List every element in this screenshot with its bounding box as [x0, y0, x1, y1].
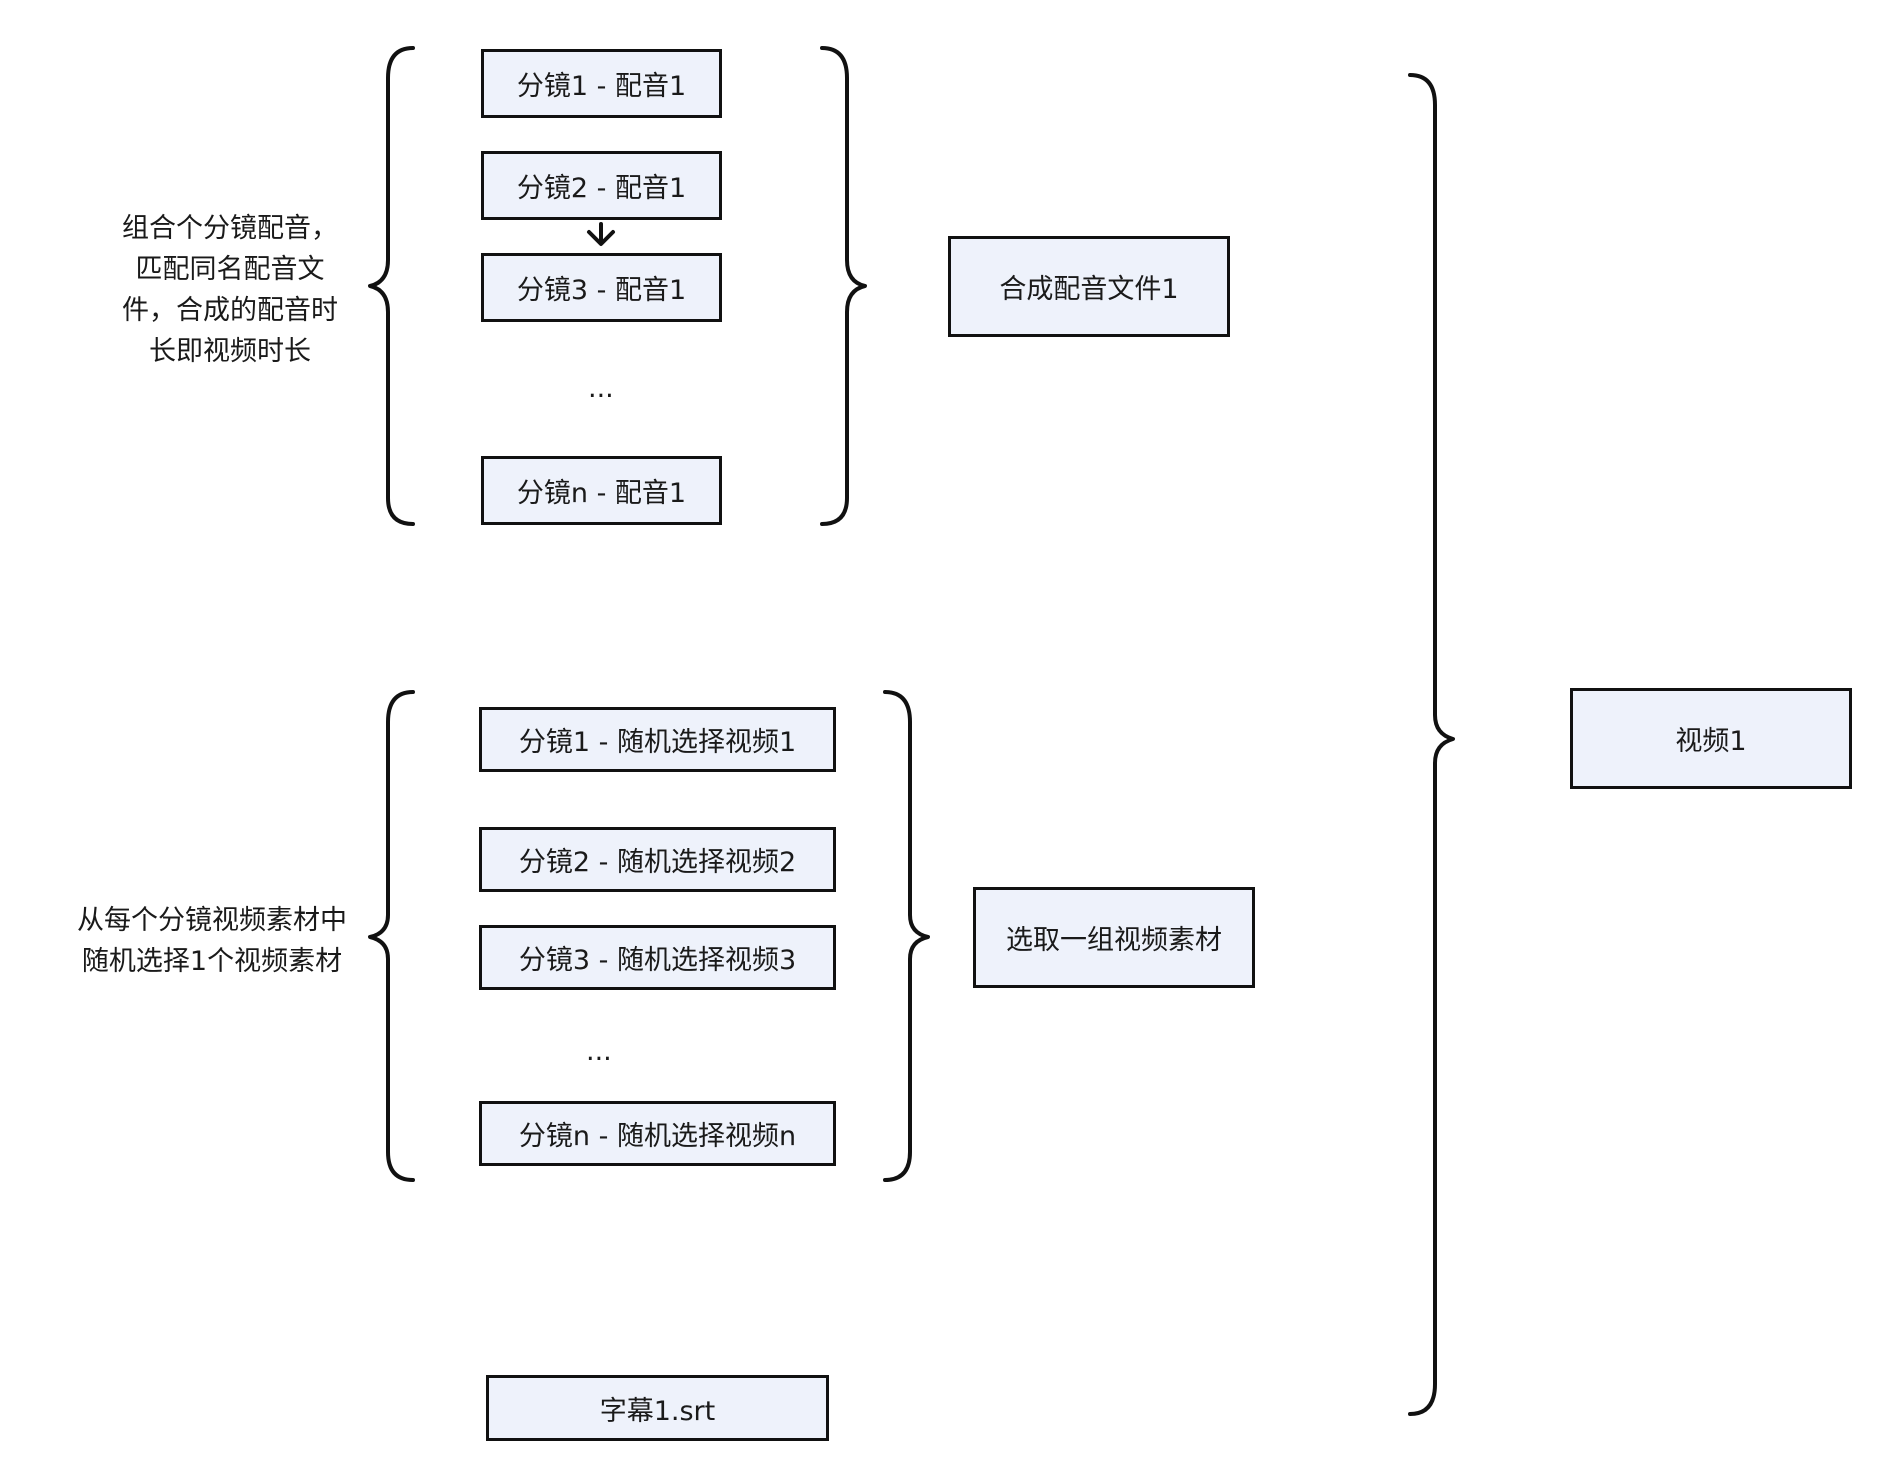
- audio-left-brace: [368, 46, 415, 526]
- video-item-2: 分镜2 - 随机选择视频2: [479, 827, 836, 892]
- video-note-line: 从每个分镜视频素材中: [77, 905, 347, 936]
- video-ellipsis: ...: [586, 1036, 612, 1067]
- audio-note-line: 组合个分镜配音，: [122, 213, 338, 244]
- video-right-brace: [883, 690, 930, 1182]
- audio-note-line: 长即视频时长: [149, 336, 311, 367]
- audio-note-line: 匹配同名配音文: [135, 254, 325, 285]
- audio-note-line: 件，合成的配音时: [122, 295, 338, 326]
- selected-video-node: 选取一组视频素材: [973, 887, 1255, 988]
- video-group-note: 从每个分镜视频素材中 随机选择1个视频素材: [62, 900, 362, 982]
- audio-item-n: 分镜n - 配音1: [481, 456, 722, 525]
- audio-group-note: 组合个分镜配音， 匹配同名配音文 件，合成的配音时 长即视频时长: [100, 208, 360, 372]
- final-right-brace: [1408, 73, 1455, 1416]
- audio-right-brace: [820, 46, 867, 526]
- video-item-3: 分镜3 - 随机选择视频3: [479, 925, 836, 990]
- audio-item-1: 分镜1 - 配音1: [481, 49, 722, 118]
- final-video-node: 视频1: [1570, 688, 1852, 789]
- video-item-n: 分镜n - 随机选择视频n: [479, 1101, 836, 1166]
- audio-ellipsis: ...: [588, 373, 614, 404]
- audio-item-2: 分镜2 - 配音1: [481, 151, 722, 220]
- subtitle-file-node: 字幕1.srt: [486, 1375, 829, 1441]
- merged-audio-node: 合成配音文件1: [948, 236, 1230, 337]
- video-item-1: 分镜1 - 随机选择视频1: [479, 707, 836, 772]
- video-left-brace: [368, 690, 415, 1182]
- down-arrow-icon: [587, 222, 615, 246]
- audio-item-3: 分镜3 - 配音1: [481, 253, 722, 322]
- video-note-line: 随机选择1个视频素材: [81, 946, 343, 977]
